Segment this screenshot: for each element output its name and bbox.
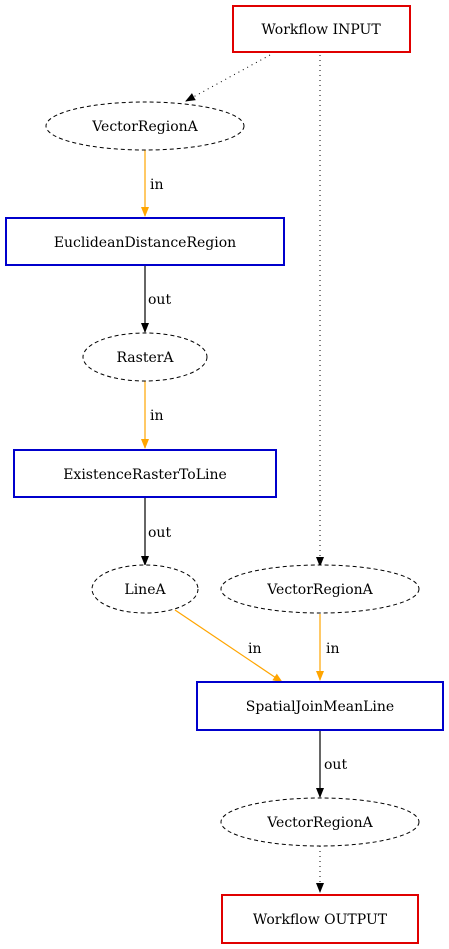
vectorregiona-node-3[interactable]: VectorRegionA <box>220 797 420 847</box>
vectorregiona-label-2: VectorRegionA <box>266 582 373 598</box>
spatial-join-mean-line-label: SpatialJoinMeanLine <box>246 699 394 715</box>
edge-label-out-2: out <box>148 525 171 541</box>
workflow-output-label: Workflow OUTPUT <box>253 912 388 928</box>
rastera-node[interactable]: RasterA <box>82 332 208 382</box>
edge-label-in-2: in <box>150 408 164 424</box>
vectorregiona-node-2[interactable]: VectorRegionA <box>220 564 420 614</box>
edge-linea-to-spatialjoin <box>174 609 283 683</box>
existence-raster-to-line-label: ExistenceRasterToLine <box>63 467 227 483</box>
vectorregiona-label-3: VectorRegionA <box>266 815 373 831</box>
euclidean-distance-region-label: EuclideanDistanceRegion <box>54 235 236 251</box>
existence-raster-to-line-node[interactable]: ExistenceRasterToLine <box>13 449 277 498</box>
linea-node[interactable]: LineA <box>91 564 199 614</box>
edge-label-out-3: out <box>324 757 347 773</box>
workflow-input-node[interactable]: Workflow INPUT <box>232 5 411 53</box>
edge-label-in-3: in <box>248 641 262 657</box>
vectorregiona-node-1[interactable]: VectorRegionA <box>45 101 245 151</box>
edge-input-to-vectorregiona-1 <box>185 54 271 102</box>
workflow-input-label: Workflow INPUT <box>261 22 381 38</box>
rastera-label: RasterA <box>116 350 174 366</box>
euclidean-distance-region-node[interactable]: EuclideanDistanceRegion <box>5 217 285 266</box>
edge-label-in-1: in <box>150 177 164 193</box>
workflow-output-node[interactable]: Workflow OUTPUT <box>221 894 419 944</box>
edge-label-out-1: out <box>148 292 171 308</box>
linea-label: LineA <box>124 582 166 598</box>
vectorregiona-label-1: VectorRegionA <box>91 119 198 135</box>
spatial-join-mean-line-node[interactable]: SpatialJoinMeanLine <box>196 681 444 731</box>
edge-label-in-4: in <box>326 641 340 657</box>
